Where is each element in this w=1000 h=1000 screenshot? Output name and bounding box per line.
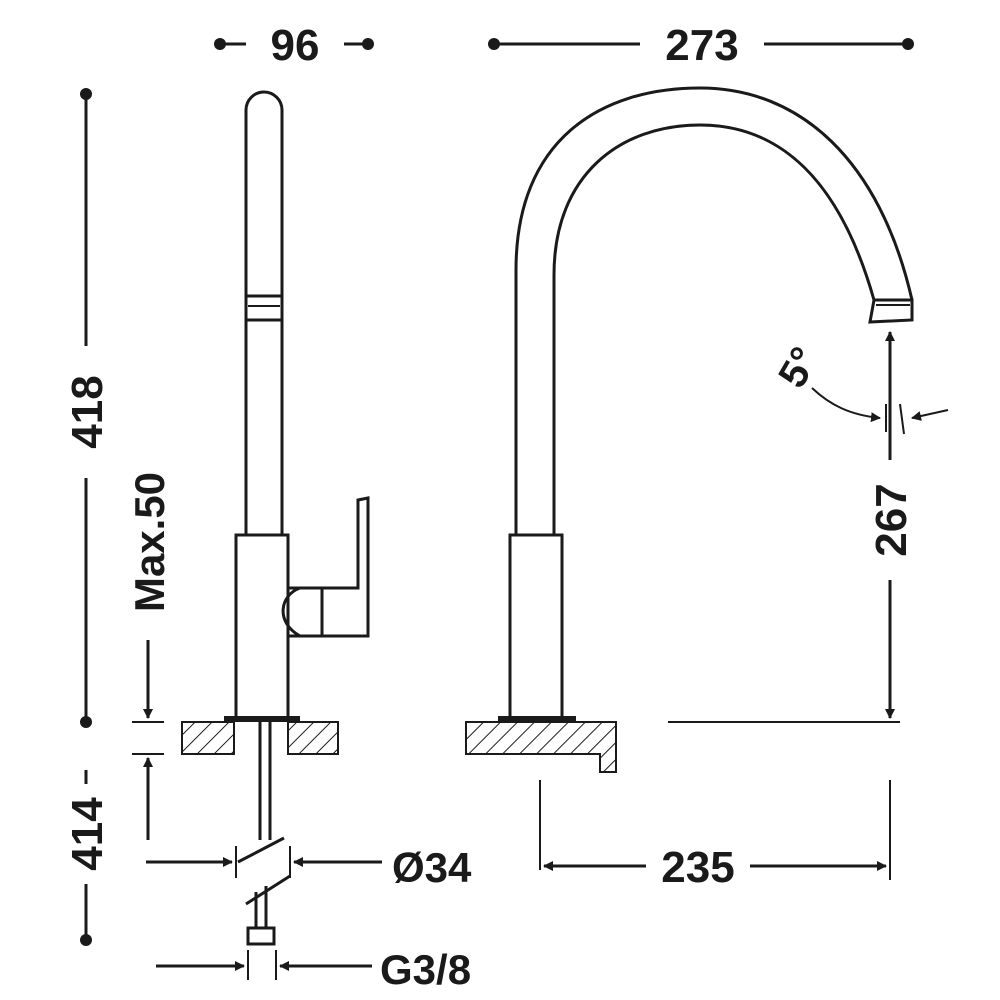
dim-height-total-label: 418 [63, 375, 112, 448]
dim-spout-height-label: 267 [867, 483, 916, 556]
front-lower-body [508, 533, 564, 720]
side-connector-nut [246, 926, 276, 946]
front-gooseneck-inner [552, 123, 876, 535]
side-base-flange [224, 716, 300, 722]
side-lower-body [234, 533, 290, 720]
dim-below-deck-label: 414 [63, 797, 112, 871]
dim-hole-diameter-label: Ø34 [392, 844, 472, 891]
side-spout-body [244, 90, 284, 535]
dim-width-front-label: 273 [665, 21, 738, 70]
side-handle [288, 586, 324, 638]
dim-spout-angle-label: 5° [770, 340, 827, 395]
front-countertop [465, 721, 617, 773]
dim-connection-label: G3/8 [380, 946, 471, 993]
dim-reach-label: 235 [661, 843, 734, 892]
front-base-flange [498, 716, 576, 722]
side-spout-ring [244, 294, 284, 322]
front-gooseneck-outer [514, 86, 914, 535]
dimension-lines [80, 38, 949, 980]
dim-width-side-label: 96 [271, 21, 320, 70]
dim-max-deck-label: Max.50 [126, 472, 173, 612]
side-countertop-right [287, 721, 339, 755]
front-view [465, 86, 914, 773]
side-countertop-left [181, 721, 235, 755]
side-lever [322, 496, 370, 638]
front-aerator [868, 298, 914, 324]
side-view [181, 90, 370, 946]
